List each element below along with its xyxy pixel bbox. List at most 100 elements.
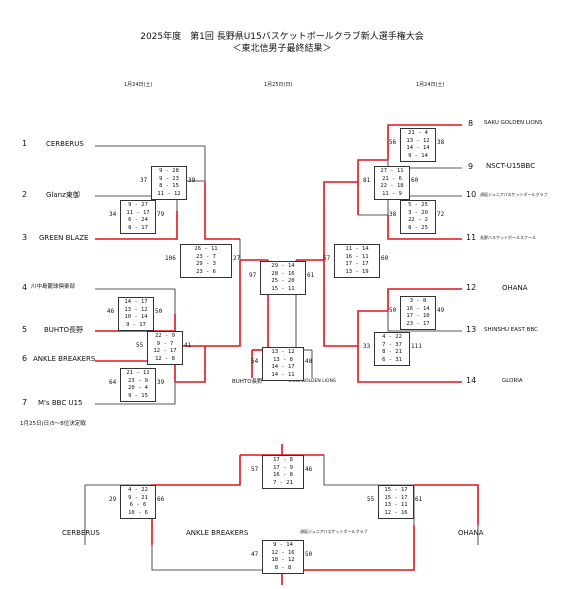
team-2: Glanz東御 xyxy=(46,191,80,199)
team-7: M's BBC U15 xyxy=(38,399,83,407)
total-score-b: 79 xyxy=(157,211,165,218)
seed-2: 2 xyxy=(22,190,28,199)
winner-line xyxy=(282,545,415,571)
team-5: BUHTO長野 xyxy=(44,326,83,334)
total-score-a: 50 xyxy=(389,307,397,314)
quarter-score: 15 - 17 xyxy=(384,487,408,493)
total-score-b: 46 xyxy=(305,466,313,473)
winner-line xyxy=(357,310,388,346)
quarter-score: 9 - 23 xyxy=(159,175,179,182)
total-score-b: 27 xyxy=(233,255,241,262)
quarter-score: 7 - 21 xyxy=(273,479,293,486)
total-score-b: 66 xyxy=(157,496,165,503)
date-left: 1月24日(土) xyxy=(124,82,153,88)
quarter-score: 13 - 8 xyxy=(273,356,293,363)
quarter-score: 14 - 14 xyxy=(406,145,430,151)
quarter-score: 9 - 21 xyxy=(128,494,148,501)
seed-4: 4 xyxy=(22,283,28,292)
placement-team-b: ANKLE BREAKERS xyxy=(186,529,249,537)
quarter-score: 23 - 17 xyxy=(406,320,430,327)
quarter-score: 9 - 14 xyxy=(273,542,293,548)
team-1: CERBERUS xyxy=(46,140,84,148)
total-score-a: 47 xyxy=(251,551,259,558)
bracket-line xyxy=(387,311,462,332)
seed-1: 1 xyxy=(22,139,28,148)
total-score-b: 49 xyxy=(437,307,445,314)
team-12: OHANA xyxy=(502,284,528,292)
total-score-b: 60 xyxy=(381,255,389,262)
total-score-b: 111 xyxy=(411,343,422,350)
total-score-a: 33 xyxy=(363,343,371,350)
placement-team-a: CERBERUS xyxy=(62,529,100,537)
total-score-a: 46 xyxy=(107,308,115,315)
team-11: 長野バスケットボールスクール xyxy=(480,235,536,240)
quarter-score: 21 - 4 xyxy=(408,130,428,136)
total-score-b: 41 xyxy=(184,342,192,349)
team-3: GREEN BLAZE xyxy=(39,234,89,242)
quarter-score: 13 - 11 xyxy=(384,502,408,508)
total-score-b: 48 xyxy=(305,358,313,365)
quarter-score: 12 - 16 xyxy=(271,549,295,556)
quarter-score: 4 - 22 xyxy=(128,487,148,493)
total-score-a: 81 xyxy=(363,177,371,184)
winner-line xyxy=(323,260,358,347)
quarter-score: 6 - 6 xyxy=(129,502,147,508)
total-score-a: 57 xyxy=(323,255,331,262)
winner-line xyxy=(387,288,462,311)
seed-7: 7 xyxy=(22,398,28,407)
seed-3: 3 xyxy=(22,233,28,242)
placement-note: 1月25日(日)5〜8位決定戦 xyxy=(20,421,86,427)
quarter-score: 21 - 11 xyxy=(126,370,150,376)
quarter-score: 23 - 7 xyxy=(196,253,216,260)
quarter-score: 12 - 8 xyxy=(155,355,175,362)
winner-line xyxy=(95,211,178,240)
total-score-a: 55 xyxy=(136,342,144,349)
team-6: ANKLE BREAKERS xyxy=(33,355,96,363)
team-14: GLORIA xyxy=(502,378,523,384)
total-score-b: 39 xyxy=(157,379,165,386)
winner-line xyxy=(151,455,241,500)
placement-team-c: 須坂ジュニアバスケットボールクラブ xyxy=(300,529,368,534)
quarter-score: 9 - 7 xyxy=(156,340,174,347)
winner-line xyxy=(323,181,358,260)
team-10: 須坂ジュニアバスケットボールクラブ xyxy=(480,192,548,197)
total-score-a: 64 xyxy=(109,379,117,386)
final-left-team: BUHTO長野 xyxy=(232,379,263,385)
quarter-score: 20 - 4 xyxy=(128,385,148,391)
quarter-score: 9 - 15 xyxy=(128,392,148,399)
quarter-score: 17 - 8 xyxy=(273,457,293,463)
quarter-score: 11 - 12 xyxy=(157,190,181,197)
total-score-a: 34 xyxy=(109,211,117,218)
seed-8: 8 xyxy=(468,119,474,128)
quarter-score: 13 - 19 xyxy=(345,268,369,275)
quarter-score: 14 - 11 xyxy=(271,371,295,378)
team-9: NSCT-U15BBC xyxy=(486,162,536,170)
quarter-score: 22 - 18 xyxy=(380,183,404,189)
quarter-score: 10 - 14 xyxy=(124,314,148,320)
quarter-score: 9 - 28 xyxy=(159,168,179,174)
winner-line xyxy=(204,182,240,240)
quarter-score: 29 - 14 xyxy=(271,263,295,269)
total-score-a: 38 xyxy=(389,211,397,218)
seed-14: 14 xyxy=(466,376,477,385)
date-center: 1月25日(日) xyxy=(264,82,293,88)
page-subtitle: ＜東北信男子最終結果＞ xyxy=(232,44,332,54)
total-score-a: 56 xyxy=(389,139,397,146)
total-score-a: 106 xyxy=(165,255,176,262)
quarter-score: 13 - 12 xyxy=(271,349,295,355)
total-score-b: 60 xyxy=(411,177,419,184)
quarter-score: 8 - 17 xyxy=(128,224,148,231)
quarter-score: 22 - 2 xyxy=(408,217,428,223)
winner-line xyxy=(175,346,206,383)
